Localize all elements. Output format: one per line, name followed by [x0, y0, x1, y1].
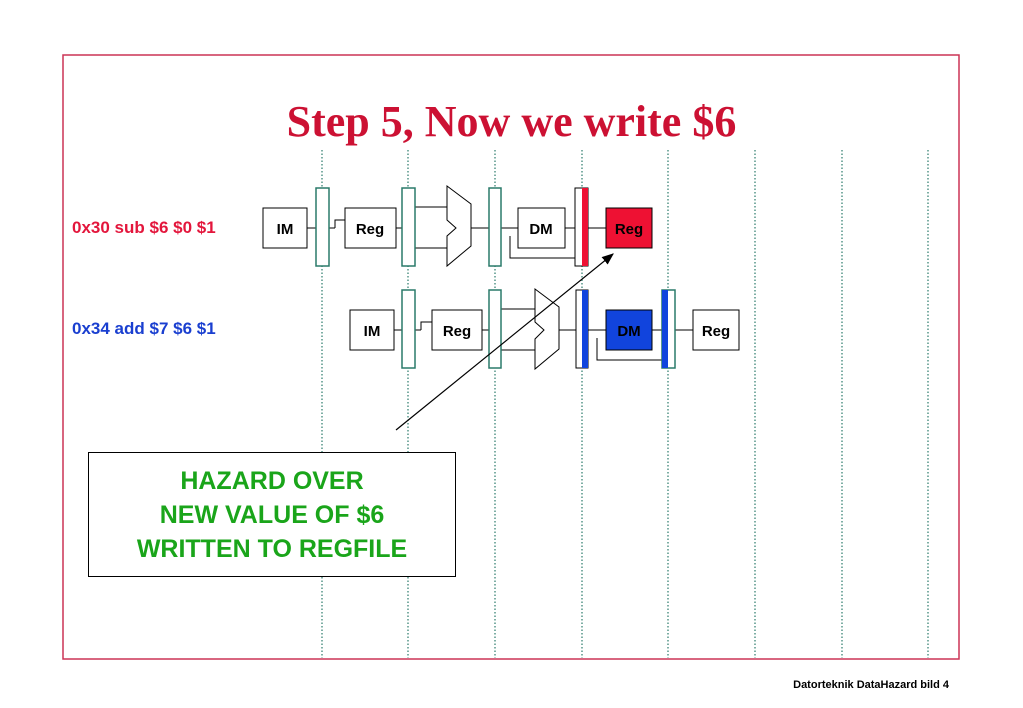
- hazard-arrow: [395, 253, 614, 431]
- hazard-note-box: HAZARD OVER NEW VALUE OF $6 WRITTEN TO R…: [88, 452, 456, 577]
- slide-title: Step 5, Now we write $6: [286, 97, 737, 146]
- reg-write-box-active: [605, 207, 653, 249]
- dm-box: [517, 207, 566, 249]
- reg-write-label: Reg: [615, 221, 643, 238]
- instruction-label-sub: 0x30 sub $6 $0 $1: [72, 218, 216, 237]
- im-label: IM: [277, 221, 294, 238]
- pipeline-row-add: IM Reg DM Reg: [349, 288, 740, 371]
- dm-box-active: [605, 309, 653, 351]
- reg-read-label: Reg: [356, 221, 384, 238]
- im-label: IM: [364, 323, 381, 340]
- dm-label: DM: [529, 221, 552, 238]
- pipeline-row-sub: IM Reg DM Reg: [262, 185, 653, 268]
- alu-shape: [534, 288, 560, 371]
- reg-read-box: [344, 207, 397, 249]
- reg-write-box: [692, 309, 740, 351]
- reg-read-label: Reg: [443, 323, 471, 340]
- pipeline-register-ex-mem: [488, 187, 502, 267]
- pipeline-register-if-id: [401, 289, 416, 369]
- im-box: [349, 309, 395, 351]
- pipeline-register-if-id: [315, 187, 330, 267]
- dm-label: DM: [617, 323, 640, 340]
- slide-frame: [62, 54, 960, 660]
- instruction-label-add: 0x34 add $7 $6 $1: [72, 319, 216, 338]
- reg-read-box: [431, 309, 483, 351]
- hazard-note-line: WRITTEN TO REGFILE: [136, 534, 408, 563]
- reg-write-label: Reg: [702, 323, 730, 340]
- slide-footer: Datorteknik DataHazard bild 4: [793, 679, 949, 691]
- pipeline-register-id-ex: [488, 289, 502, 369]
- hazard-note-line: NEW VALUE OF $6: [159, 500, 385, 529]
- pipeline-register-id-ex: [401, 187, 416, 267]
- alu-shape: [446, 185, 472, 268]
- im-box: [262, 207, 308, 249]
- hazard-note-line: HAZARD OVER: [180, 466, 364, 495]
